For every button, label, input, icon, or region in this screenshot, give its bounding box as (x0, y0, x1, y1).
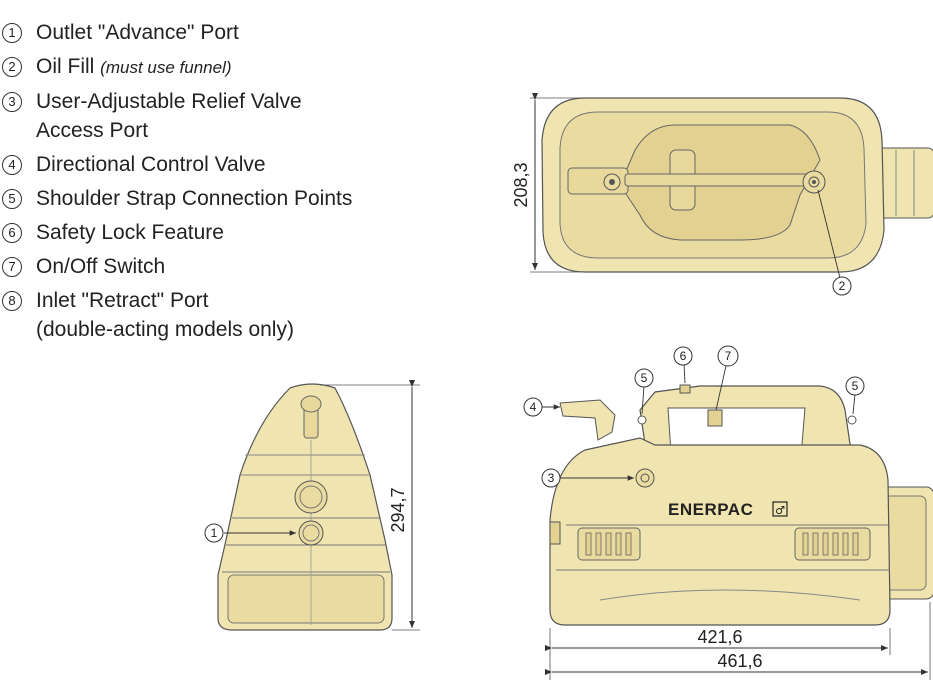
callout-circle (541, 468, 561, 488)
safety-lock (679, 384, 691, 394)
legend-number: 2 (2, 57, 22, 77)
callout-label-5b: 5 (852, 379, 859, 393)
legend-number: 4 (2, 155, 22, 175)
callout-circle (634, 368, 654, 388)
vent-right (794, 527, 871, 561)
callout-circle (717, 345, 739, 367)
callout-circle (845, 376, 865, 396)
callout-label-1: 1 (211, 526, 218, 540)
legend-label-line2: (double-acting models only) (36, 318, 294, 341)
legend-item-8: 8 Inlet "Retract" Port (double-acting mo… (0, 286, 480, 344)
legend-number: 1 (2, 23, 22, 43)
callout-circle (204, 523, 224, 543)
legend-item-5: 5 Shoulder Strap Connection Points (0, 184, 480, 213)
legend-label: Oil Fill (36, 55, 95, 78)
strap-point-left (637, 415, 647, 425)
legend-label: Safety Lock Feature (36, 221, 224, 244)
legend-note: (must use funnel) (100, 58, 232, 77)
brand-name: ENERPAC (668, 500, 753, 519)
pump-body-side (549, 437, 891, 626)
callout-circle (673, 346, 693, 366)
callout-label-3: 3 (548, 471, 555, 485)
legend-number: 7 (2, 257, 22, 277)
brand-logo-box (772, 501, 788, 517)
vent-left (577, 527, 641, 561)
callout-circle (523, 397, 543, 417)
legend-label-line2: Access Port (36, 119, 149, 142)
callout-label-7: 7 (725, 349, 732, 363)
legend-label: Outlet "Advance" Port (36, 21, 239, 44)
legend-item-4: 4 Directional Control Valve (0, 150, 480, 179)
legend-item-2: 2 Oil Fill (must use funnel) (0, 52, 480, 82)
dimension-front-height: 294,7 (388, 487, 408, 532)
legend-item-6: 6 Safety Lock Feature (0, 218, 480, 247)
legend-label: Inlet "Retract" Port (36, 289, 209, 312)
callout-label-2: 2 (839, 279, 846, 293)
top-view: 208,3 2 (511, 93, 933, 296)
side-view: ENERPAC ♂ 6 7 5 4 5 3 421,6 461,6 (523, 345, 933, 680)
callout-circle (832, 276, 852, 296)
legend-label: User-Adjustable Relief Valve (36, 90, 302, 113)
legend-number: 8 (2, 291, 22, 311)
legend: 1 Outlet "Advance" Port 2 Oil Fill (must… (0, 18, 480, 349)
valve-lever (559, 399, 616, 441)
callout-label-6: 6 (680, 349, 687, 363)
dimension-side-outer: 461,6 (717, 651, 762, 671)
legend-label: Directional Control Valve (36, 153, 266, 176)
brand-mark: ♂ (775, 504, 785, 517)
legend-number: 6 (2, 223, 22, 243)
callout-label-5a: 5 (641, 371, 648, 385)
legend-label: On/Off Switch (36, 255, 166, 278)
callout-label-4: 4 (530, 400, 537, 414)
on-off-switch (707, 409, 723, 427)
legend-item-1: 1 Outlet "Advance" Port (0, 18, 480, 47)
relief-valve-port (635, 468, 655, 488)
dimension-side-inner: 421,6 (697, 627, 742, 647)
legend-item-3: 3 User-Adjustable Relief Valve Access Po… (0, 87, 480, 145)
front-view: 294,7 1 (204, 380, 420, 631)
strap-point-right (847, 415, 857, 425)
legend-item-7: 7 On/Off Switch (0, 252, 480, 281)
legend-number: 5 (2, 189, 22, 209)
legend-label: Shoulder Strap Connection Points (36, 187, 353, 210)
dimension-top-width: 208,3 (511, 162, 531, 207)
legend-number: 3 (2, 92, 22, 112)
